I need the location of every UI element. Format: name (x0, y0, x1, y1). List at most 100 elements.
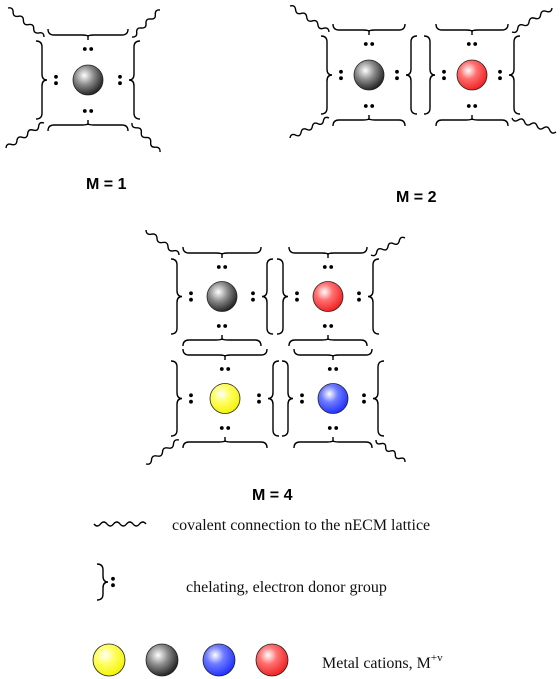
m2-link-bl (289, 116, 330, 139)
cation-black (206, 281, 238, 312)
m1-link-tr (131, 9, 161, 38)
donor-dots-left (300, 393, 304, 404)
brace-left (35, 40, 48, 120)
brace-left (170, 258, 183, 335)
donor-dots-top (219, 367, 231, 371)
donor-dots-right (362, 393, 366, 404)
donor-dots-right (498, 69, 502, 81)
chelation-structures (5, 4, 557, 465)
donor-dots-top (82, 47, 94, 51)
brace-left (423, 35, 436, 115)
donor-dots-left (295, 291, 299, 302)
brace-bottom (332, 115, 406, 127)
donor-dots-left (442, 69, 446, 81)
donor-dots-top (363, 42, 375, 46)
m4-link-tr (370, 236, 406, 257)
m1-link-tl (7, 7, 45, 38)
legend-covalent-text: covalent connection to the nECM lattice (172, 517, 430, 534)
label-m2: M = 2 (396, 189, 437, 206)
brace-right (405, 35, 418, 115)
brace-bottom (293, 437, 373, 449)
brace-right (128, 40, 141, 120)
donor-dots-bottom (327, 426, 339, 430)
legend-wavy-bond (93, 521, 147, 527)
legend-cation-yellow (92, 643, 126, 677)
brace-bottom (47, 120, 129, 132)
donor-dots-bottom (219, 426, 231, 430)
brace-left (276, 258, 289, 335)
m4-link-tl (145, 229, 180, 256)
legend-cation-black (145, 643, 179, 677)
donor-dots-left (54, 74, 58, 86)
donor-dots-bottom (216, 324, 228, 328)
brace-left (281, 360, 294, 437)
brace-top (293, 348, 373, 360)
donor-dots-left (339, 69, 343, 81)
brace-bottom (288, 335, 368, 347)
legend-metal-main: Metal cations, M (322, 655, 431, 672)
m4-link-br (375, 439, 406, 463)
m2-link-br (511, 117, 557, 134)
donor-dots-bottom (82, 109, 94, 113)
legend-cation-red (255, 643, 289, 677)
donor-dots-right (251, 291, 255, 302)
brace-top (332, 23, 406, 35)
donor-dots-left (189, 393, 193, 404)
brace-top (288, 246, 368, 258)
m4-cell-bl (170, 348, 280, 449)
brace-top (182, 348, 268, 360)
m1-cell (35, 28, 141, 132)
m4-cell-br (281, 348, 385, 449)
donor-dots-top (216, 265, 228, 269)
donor-dots-bottom (363, 104, 375, 108)
brace-bottom (182, 437, 268, 449)
label-m1: M = 1 (86, 176, 127, 193)
legend-shapes (92, 521, 289, 677)
donor-dots-bottom (322, 324, 334, 328)
cation-black (72, 64, 104, 96)
brace-right (261, 258, 274, 335)
donor-dots-right (257, 393, 261, 404)
m4-cell-tr (276, 246, 380, 347)
donor-dots-top (322, 265, 334, 269)
brace-right (372, 360, 385, 437)
brace-top (47, 28, 129, 40)
cation-yellow (209, 383, 241, 414)
brace-right (508, 35, 521, 115)
brace-bottom (182, 335, 262, 347)
cation-red (456, 59, 488, 91)
legend-chelating-symbol (96, 563, 115, 601)
legend-chelating-text: chelating, electron donor group (186, 579, 387, 596)
label-m4: M = 4 (252, 487, 293, 504)
donor-dots-left (189, 291, 193, 302)
m2-cell-left (320, 23, 418, 127)
legend-cation-blue (202, 643, 236, 677)
structure-m4 (145, 229, 406, 465)
cation-red (312, 281, 344, 312)
legend-metal-text: Metal cations, M+v (322, 652, 443, 672)
m2-cell-right (423, 23, 521, 127)
m4-cell-tl (170, 246, 274, 347)
cation-blue (317, 383, 349, 414)
structure-m1 (5, 7, 161, 153)
brace-right (267, 360, 280, 437)
m1-link-bl (5, 121, 45, 149)
brace (96, 563, 109, 601)
brace-top (182, 246, 262, 258)
donor-dots-right (357, 291, 361, 302)
m2-link-tr (511, 7, 553, 34)
donor-dots-right (118, 74, 122, 86)
donor-dots-top (327, 367, 339, 371)
donor-dots-top (466, 42, 478, 46)
legend-metal-sup: +v (431, 652, 443, 664)
donor-dots (111, 576, 115, 588)
brace-bottom (435, 115, 509, 127)
m2-link-tl (289, 4, 330, 33)
donor-dots-right (395, 69, 399, 81)
m4-link-bl (145, 439, 180, 465)
brace-top (435, 23, 509, 35)
structure-m2 (289, 4, 557, 139)
brace-left (320, 35, 333, 115)
cation-black (353, 59, 385, 91)
